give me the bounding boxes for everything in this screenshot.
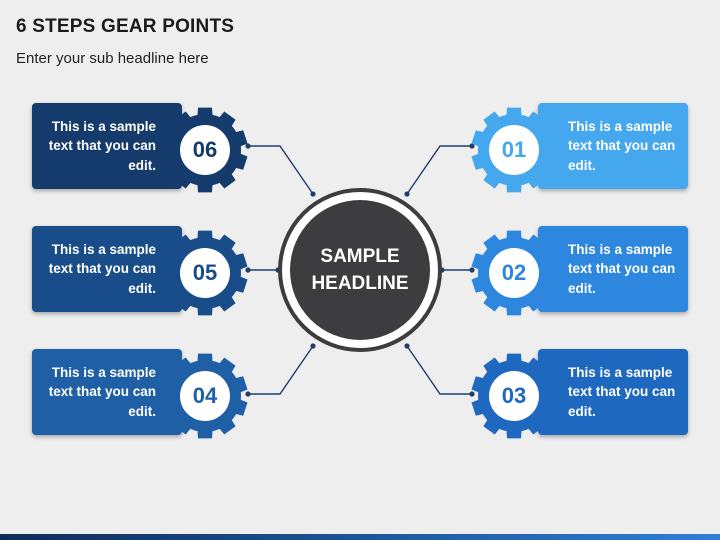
step-02-text: This is a sample text that you can edit. <box>568 241 676 296</box>
gear-icon <box>162 353 248 439</box>
gear-center <box>489 371 539 421</box>
gear-center <box>180 248 230 298</box>
connector-dot <box>404 191 410 197</box>
gear-center <box>489 248 539 298</box>
connector-dot <box>469 267 475 273</box>
connector-lines <box>245 143 475 397</box>
step-01-banner: This is a sample text that you can edit. <box>538 103 688 189</box>
connector-line <box>248 345 314 395</box>
step-05-text: This is a sample text that you can edit. <box>48 241 156 296</box>
connector-dot <box>404 343 410 349</box>
center-headline: SAMPLE HEADLINE <box>290 230 430 310</box>
step-05-banner: This is a sample text that you can edit. <box>32 226 182 312</box>
step-06-number: 06 <box>192 137 218 162</box>
step-02-number: 02 <box>501 260 527 285</box>
step-04-banner: This is a sample text that you can edit. <box>32 349 182 435</box>
connector-dot <box>469 391 475 397</box>
gear-center <box>180 371 230 421</box>
center-headline-line2: HEADLINE <box>311 273 409 294</box>
gear-icon <box>162 107 248 193</box>
gear-icon <box>471 353 557 439</box>
center-circle-inner <box>290 200 430 340</box>
step-06-text: This is a sample text that you can edit. <box>48 118 156 173</box>
step-04-number: 04 <box>192 383 218 408</box>
bottom-accent-bar <box>0 534 720 540</box>
step-06-banner: This is a sample text that you can edit. <box>32 103 182 189</box>
gear-icon <box>471 230 557 316</box>
gear-icon <box>162 230 248 316</box>
gear-icon <box>471 107 557 193</box>
connector-dot <box>245 143 251 149</box>
connector-dot <box>245 391 251 397</box>
connector-line <box>406 145 472 195</box>
step-03-text: This is a sample text that you can edit. <box>568 364 676 419</box>
connector-dot <box>310 343 316 349</box>
connector-line <box>406 345 472 395</box>
step-03-banner: This is a sample text that you can edit. <box>538 349 688 435</box>
step-01-number: 01 <box>501 137 527 162</box>
gear-center <box>489 125 539 175</box>
connector-dot <box>310 191 316 197</box>
page-title: 6 STEPS GEAR POINTS <box>16 16 235 37</box>
step-02-banner: This is a sample text that you can edit. <box>538 226 688 312</box>
gear-center <box>180 125 230 175</box>
connector-dot <box>469 143 475 149</box>
center-headline-line1: SAMPLE <box>320 246 400 267</box>
step-03-number: 03 <box>501 383 527 408</box>
connector-dot <box>245 267 251 273</box>
step-01-text: This is a sample text that you can edit. <box>568 118 676 173</box>
connector-line <box>248 145 314 195</box>
page-subtitle: Enter your sub headline here <box>16 50 209 67</box>
step-05-number: 05 <box>192 260 218 285</box>
step-04-text: This is a sample text that you can edit. <box>48 364 156 419</box>
